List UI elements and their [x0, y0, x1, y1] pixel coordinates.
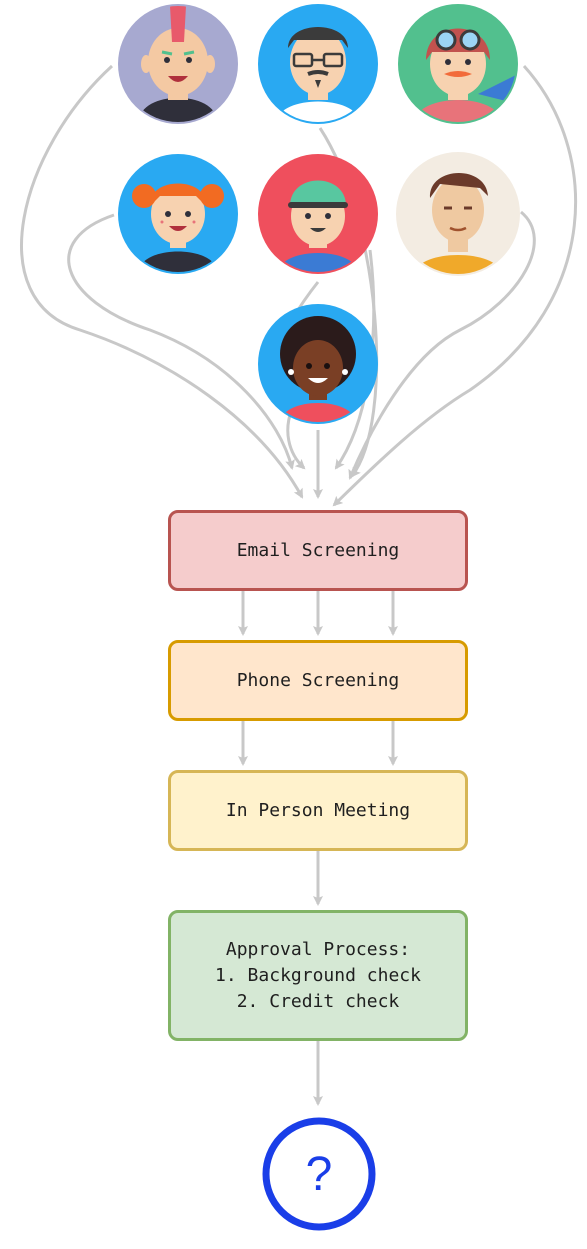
stage-email-label: Email Screening: [236, 539, 400, 561]
connector-punk: [20, 64, 304, 499]
stage-approval-process: Approval Process: 1. Background check 2.…: [168, 910, 468, 1041]
end-question-node: ?: [262, 1117, 376, 1231]
stage-approval-label: Approval Process: 1. Background check 2.…: [215, 938, 421, 1012]
avatar-punk: [118, 4, 238, 124]
question-circle: [262, 1117, 376, 1231]
avatar-man-plain: [396, 152, 520, 276]
stage-in-person-meeting: In Person Meeting: [168, 770, 468, 851]
avatar-cap-kid: [258, 154, 378, 274]
question-mark: ?: [306, 1148, 333, 1201]
avatar-redhead-girl: [118, 154, 238, 274]
stage-phone-screening: Phone Screening: [168, 640, 468, 721]
stage-phone-label: Phone Screening: [236, 669, 400, 691]
stage-email-screening: Email Screening: [168, 510, 468, 591]
connector-aviator: [332, 64, 578, 507]
avatar-glasses-man: [258, 4, 378, 124]
connector-man-plain: [348, 210, 536, 480]
avatar-curly-woman: [258, 304, 378, 424]
avatar-aviator: [398, 4, 518, 124]
connector-redhead-girl: [67, 213, 295, 470]
stage-meeting-label: In Person Meeting: [225, 799, 411, 821]
